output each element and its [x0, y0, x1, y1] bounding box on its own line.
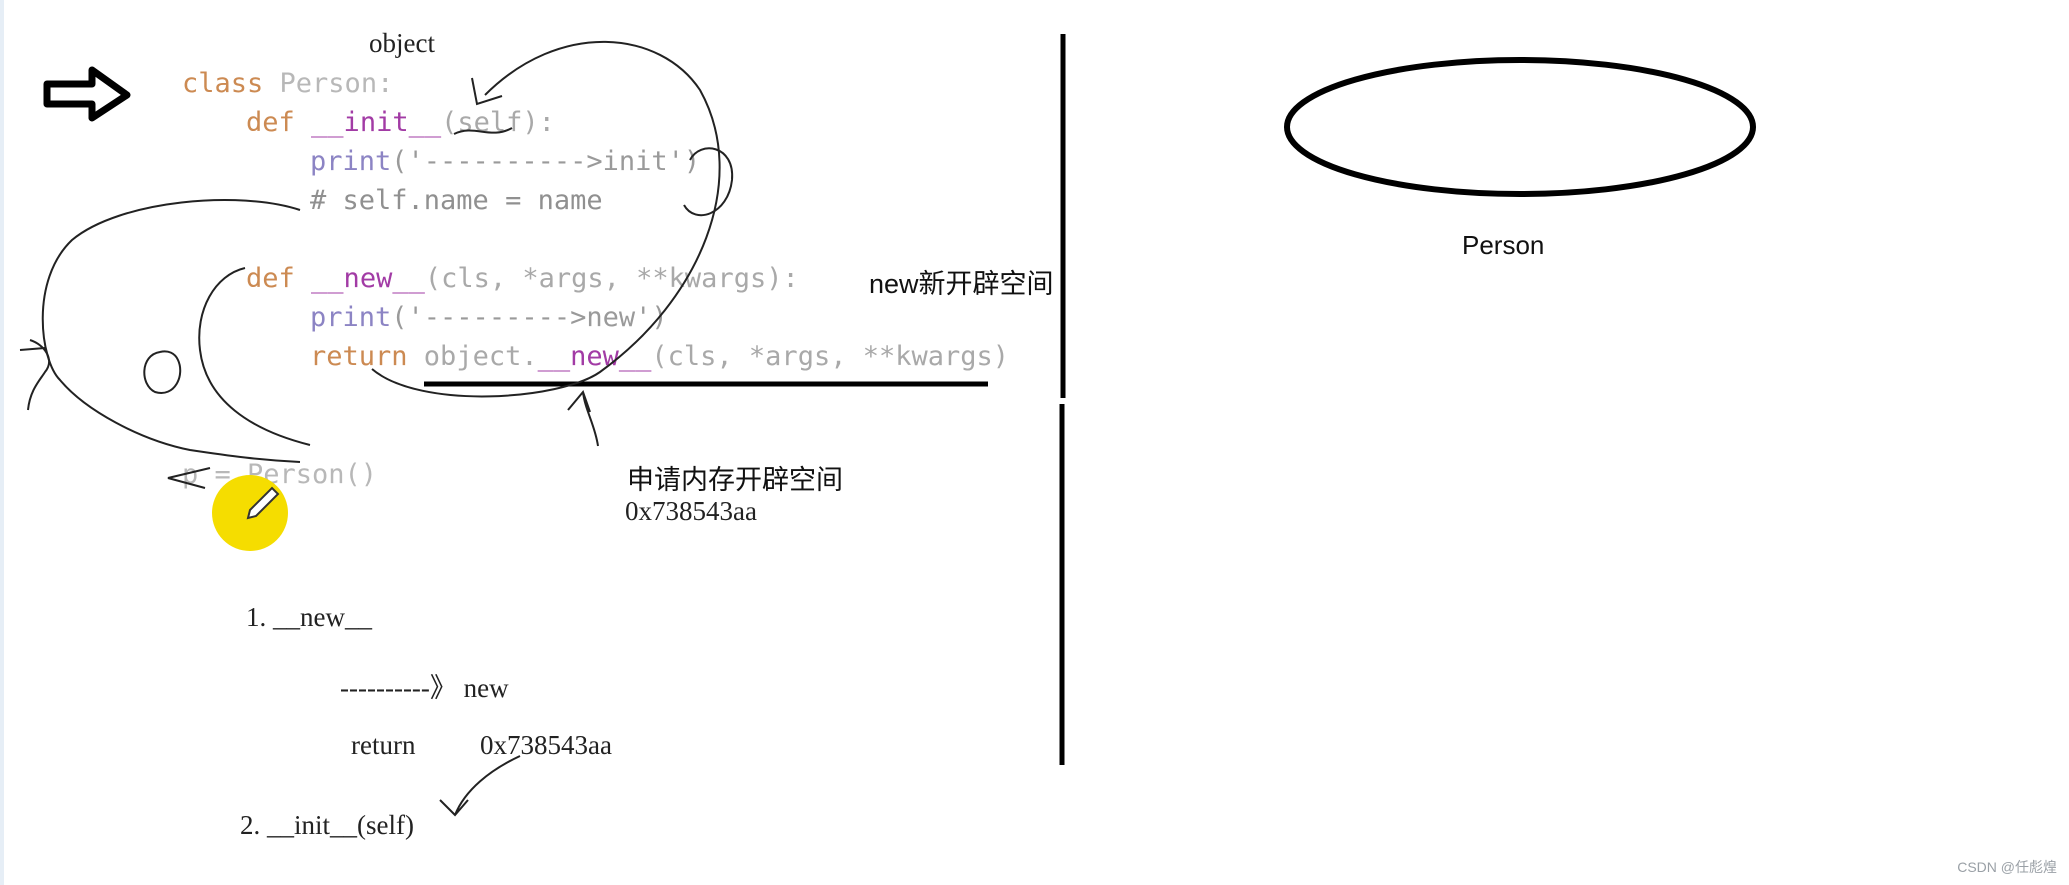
- print-builtin-init: print: [310, 146, 392, 177]
- right-arrow-outline-icon: [43, 66, 131, 122]
- pencil-icon: [246, 486, 280, 520]
- step-1-return-address: 0x738543aa: [480, 730, 612, 760]
- init-function-name: __init__: [311, 107, 442, 138]
- loop-curl: [683, 147, 734, 217]
- return-params: (cls, *args, **kwargs): [651, 341, 1010, 372]
- step-2-label: 2. __init__(self): [240, 810, 414, 840]
- keyword-def-init: def: [246, 107, 295, 138]
- person-object-ellipse: [1284, 57, 1756, 197]
- vertical-divider-line: [1059, 34, 1066, 765]
- comment-self-name: # self.name = name: [310, 185, 603, 216]
- address-to-self-arrow: [439, 755, 521, 817]
- left-loop-inner: [198, 267, 311, 446]
- person-object-label: Person: [1462, 230, 1545, 260]
- left-loop-hook: [19, 339, 50, 411]
- loop-arrow-head: [471, 77, 503, 106]
- print-init-string: ('---------->init'): [391, 146, 701, 177]
- step-1-return-keyword: return: [351, 730, 416, 760]
- memory-address: 0x738543aa: [625, 496, 757, 526]
- instantiate-arrow-head: [167, 467, 211, 489]
- code-line-print-new: print('--------->new'): [310, 298, 668, 337]
- keyword-return: return: [310, 341, 408, 372]
- small-oval-mark: [143, 350, 182, 394]
- memory-up-arrow: [567, 390, 599, 447]
- code-line-init-def: def __init__(self):: [246, 103, 555, 142]
- code-line-class: class Person:: [182, 64, 393, 103]
- print-new-string: ('--------->new'): [391, 302, 668, 333]
- code-line-new-def: def __new__(cls, *args, **kwargs):: [246, 259, 799, 298]
- new-params: (cls, *args, **kwargs):: [424, 263, 799, 294]
- keyword-class: class: [182, 68, 264, 99]
- code-line-comment: # self.name = name: [310, 181, 603, 220]
- left-edge-strip: [0, 0, 4, 885]
- step-1-detail: ----------》 new: [340, 673, 509, 703]
- new-function-name: __new__: [311, 263, 425, 294]
- print-builtin-new: print: [310, 302, 392, 333]
- step-1-label: 1. __new__: [246, 602, 372, 632]
- left-loop-curve: [41, 199, 301, 463]
- class-name: Person:: [263, 68, 394, 99]
- object-ref: object.: [407, 341, 538, 372]
- keyword-def-new: def: [246, 263, 295, 294]
- loop-arrow-curve: [371, 40, 721, 398]
- memory-alloc-label: 申请内存开辟空间: [627, 465, 843, 495]
- code-line-print-init: print('---------->init'): [310, 142, 700, 181]
- watermark-footer: CSDN @任彪煌: [1957, 859, 2057, 875]
- new-space-label: new新开辟空间: [869, 269, 1054, 299]
- object-label: object: [369, 28, 435, 58]
- self-underline-squiggle: [453, 127, 513, 135]
